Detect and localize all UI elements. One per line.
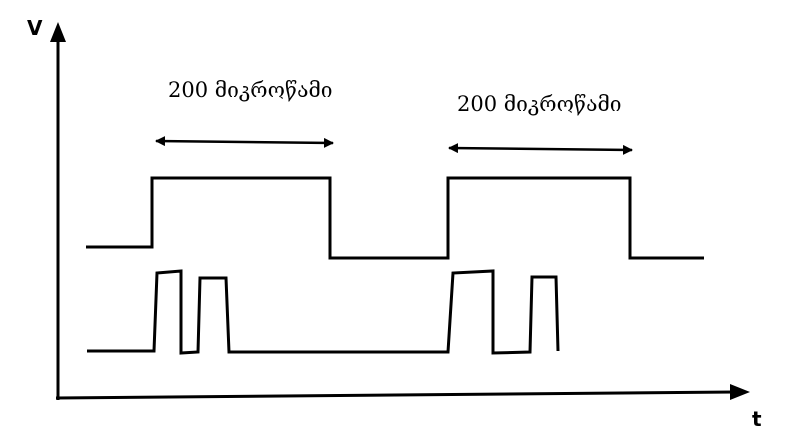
y-axis-label: V bbox=[27, 16, 43, 40]
square-wave-long-pulses bbox=[86, 176, 704, 260]
duration-label-first: 200 მიკროწამი bbox=[168, 78, 333, 102]
duration-arrow-first bbox=[155, 136, 334, 148]
x-axis-label: t bbox=[752, 407, 762, 431]
duration-arrow-second bbox=[448, 143, 633, 155]
pulse-train-short-pulses bbox=[87, 269, 560, 355]
x-axis-arrow-icon bbox=[730, 384, 750, 400]
x-axis bbox=[55, 390, 736, 400]
y-axis-arrow-icon bbox=[50, 22, 66, 42]
duration-label-second: 200 მიკროწამი bbox=[457, 92, 622, 116]
